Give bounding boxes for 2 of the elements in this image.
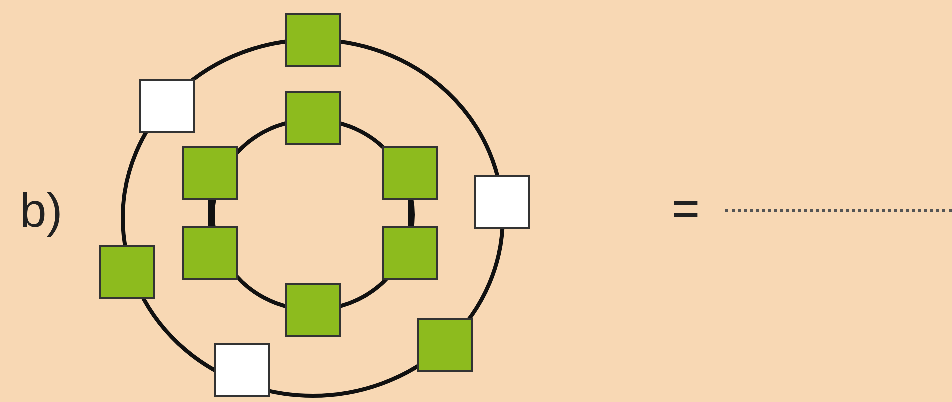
part-label: b)	[20, 188, 63, 236]
equals-sign: =	[672, 186, 700, 234]
